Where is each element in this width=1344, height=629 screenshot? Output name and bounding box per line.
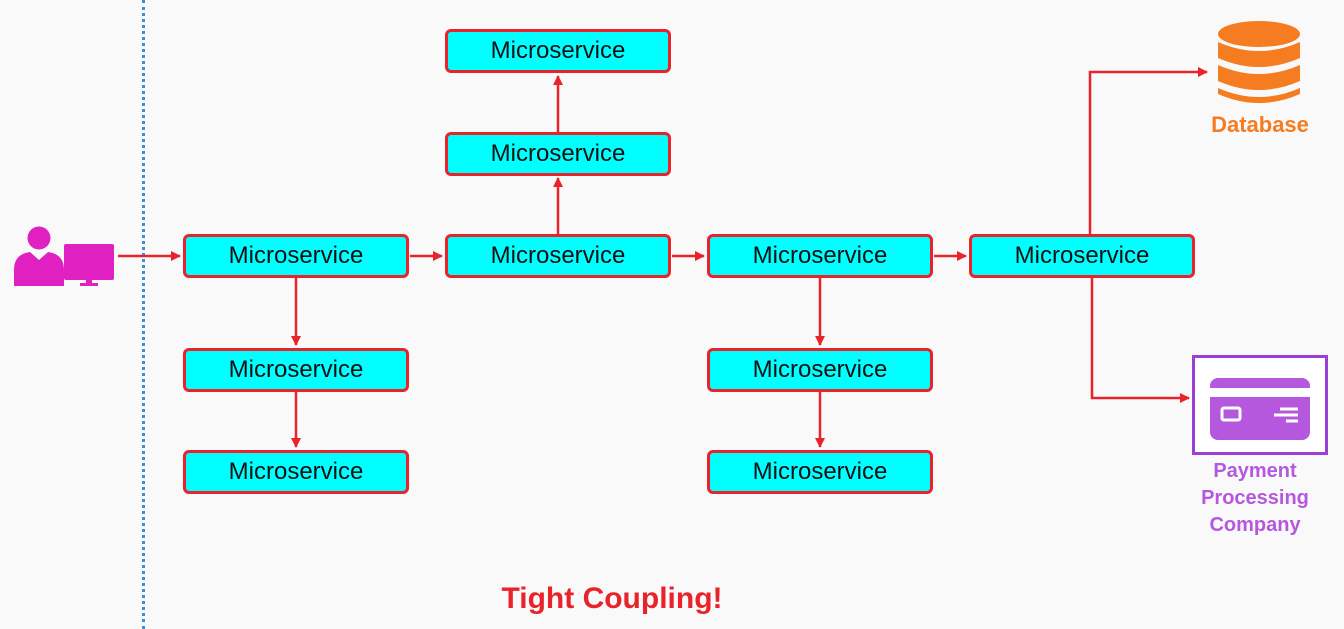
microservice-label: Microservice	[228, 242, 364, 269]
microservice-box: Microservice	[445, 132, 671, 176]
microservice-label: Microservice	[228, 356, 364, 383]
microservice-label: Microservice	[228, 458, 364, 485]
microservice-box: Microservice	[445, 234, 671, 278]
microservice-box: Microservice	[445, 29, 671, 73]
microservice-box: Microservice	[183, 348, 409, 392]
diagram-caption: Tight Coupling!	[501, 582, 723, 615]
database-icon	[1218, 21, 1300, 103]
credit-card-icon	[1210, 378, 1310, 440]
dotted-divider	[142, 0, 145, 629]
microservice-label: Microservice	[1014, 242, 1150, 269]
arrow-svc6-to-payment	[1090, 278, 1190, 403]
microservice-label: Microservice	[752, 458, 888, 485]
user-computer-icon	[14, 226, 114, 286]
database-label: Database	[1211, 112, 1309, 137]
microservice-box: Microservice	[707, 348, 933, 392]
microservice-box: Microservice	[183, 234, 409, 278]
microservice-label: Microservice	[752, 242, 888, 269]
microservice-box: Microservice	[183, 450, 409, 494]
microservice-box: Microservice	[707, 234, 933, 278]
payment-processor-label: Payment Processing Company	[1201, 460, 1309, 536]
microservice-label: Microservice	[752, 356, 888, 383]
microservice-label: Microservice	[490, 37, 626, 64]
microservice-label: Microservice	[490, 242, 626, 269]
arrow-svc6-to-database	[1088, 67, 1208, 234]
microservice-box: Microservice	[707, 450, 933, 494]
microservice-box: Microservice	[969, 234, 1195, 278]
payment-processor-box	[1192, 355, 1328, 455]
microservice-label: Microservice	[490, 140, 626, 167]
